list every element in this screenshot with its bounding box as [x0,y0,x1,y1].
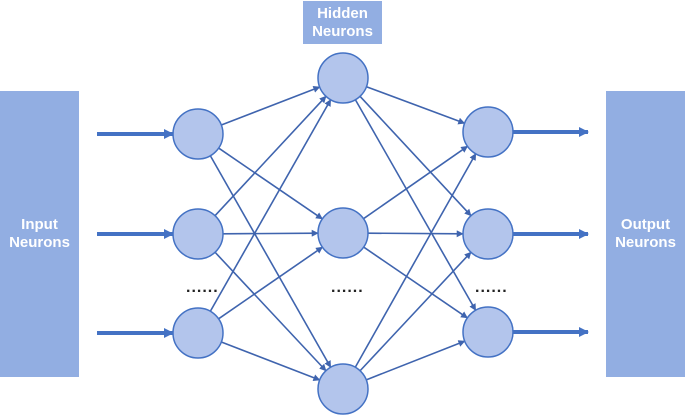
connection-input-3-to-hidden-1 [209,99,332,312]
input-neurons-label-box: Input Neurons [0,91,79,377]
connection-hidden-3-to-output-3 [365,340,466,381]
output-neurons-label-box: Output Neurons [606,91,685,377]
output-neuron-3 [462,306,514,358]
input-neuron-3 [172,307,224,359]
hidden-neuron-3 [317,363,369,415]
neuron-nodes [172,52,514,415]
connection-input-1-to-hidden-2 [218,147,323,220]
connection-input-3-to-hidden-2 [218,246,323,320]
io-arrows [97,127,589,338]
hidden-layer-ellipsis: ...... [331,279,364,296]
connection-hidden-2-to-output-2 [367,230,464,238]
connection-hidden-1-to-output-1 [366,85,466,125]
hidden-neuron-1 [317,52,369,104]
connection-input-2-to-hidden-2 [222,229,319,237]
input-layer-ellipsis: ...... [186,279,219,296]
connection-input-1-to-hidden-1 [221,86,321,126]
output-layer-ellipsis: ...... [475,279,508,296]
connection-hidden-2-to-output-1 [363,145,469,220]
output-neuron-1 [462,106,514,158]
input-neuron-1 [172,108,224,160]
connection-hidden-1-to-output-3 [354,99,477,311]
connection-hidden-2-to-output-3 [363,246,468,319]
input-neurons-label: Input Neurons [9,216,70,251]
connection-input-1-to-hidden-3 [209,155,332,368]
connection-input-2-to-hidden-3 [214,251,327,372]
hidden-neurons-label-box: Hidden Neurons [303,1,382,44]
hidden-neurons-label: Hidden Neurons [312,4,373,40]
input-neuron-2 [172,208,224,260]
output-neurons-label: Output Neurons [615,216,676,251]
hidden-neuron-2 [317,207,369,259]
connection-hidden-3-to-output-1 [354,153,477,368]
output-neuron-2 [462,208,514,260]
connection-input-2-to-hidden-1 [214,95,327,217]
connection-edges [209,85,477,381]
connection-hidden-3-to-output-2 [359,251,472,372]
connection-input-3-to-hidden-3 [221,341,321,381]
